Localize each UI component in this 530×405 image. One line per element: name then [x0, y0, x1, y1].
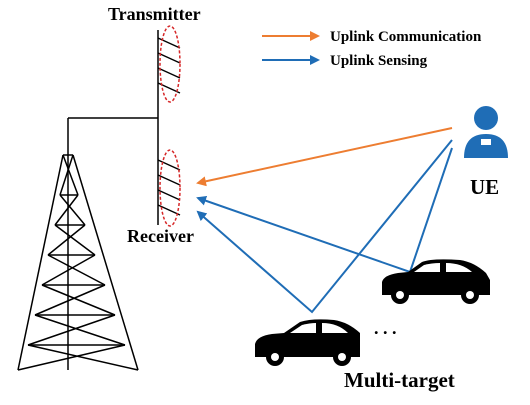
transmitter-beam-ring	[159, 25, 181, 103]
transmitter-antenna	[157, 25, 181, 103]
car-icon	[382, 259, 490, 304]
transmitter-label: Transmitter	[108, 4, 201, 24]
legend: Uplink Communication Uplink Sensing	[262, 29, 482, 69]
receiver-beam-ring	[159, 149, 181, 227]
multi-target-label: Multi-target	[344, 368, 455, 392]
receiver-antenna	[157, 149, 181, 227]
lattice-tower-icon	[17, 118, 139, 371]
ue-label: UE	[470, 175, 499, 199]
receiver-label: Receiver	[127, 226, 194, 246]
uplink-sensing-path-far	[196, 147, 453, 274]
uplink-sensing-path-near	[196, 139, 453, 314]
car-icon	[255, 319, 360, 366]
cable	[68, 30, 159, 225]
legend-sensing-label: Uplink Sensing	[330, 53, 428, 69]
more-targets-ellipsis: . . .	[374, 318, 397, 338]
legend-communication-label: Uplink Communication	[330, 29, 482, 45]
user-icon	[464, 106, 508, 158]
uplink-communication-path	[196, 127, 453, 187]
user-icon-badge	[481, 139, 491, 145]
